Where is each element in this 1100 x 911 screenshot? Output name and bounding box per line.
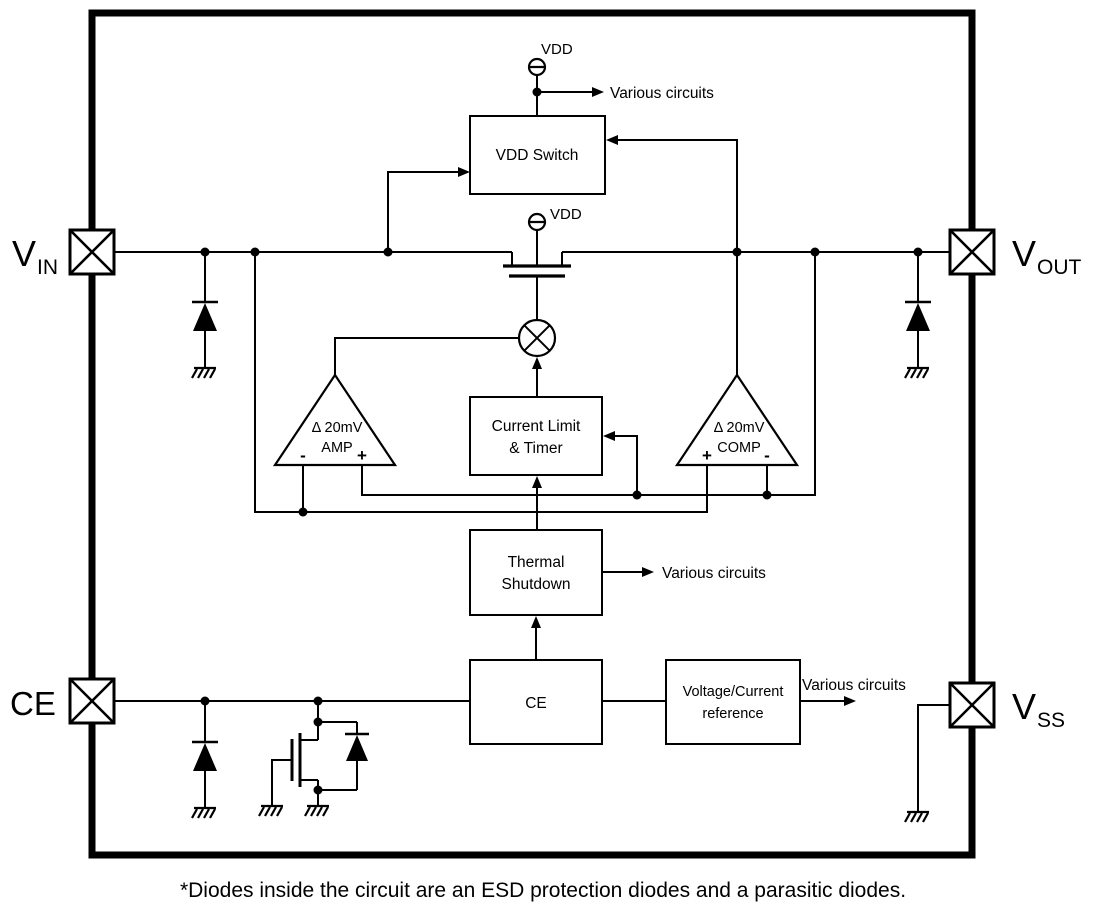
ce-block: CE	[469, 659, 603, 745]
arrow-into-current-limit-bottom	[532, 476, 542, 488]
vdd-switch-block: VDD Switch	[469, 115, 606, 195]
pass-fet	[503, 230, 571, 320]
ground-icon	[257, 804, 285, 818]
wire-vddsw-in-right	[616, 139, 738, 375]
comp-threshold-label: Δ 20mV	[714, 420, 765, 436]
comp-noninv-label: +	[702, 446, 712, 465]
amp-symbol: Δ 20mV AMP - +	[272, 373, 398, 467]
wire-vss-gnd	[917, 704, 950, 812]
footnote: *Diodes inside the circuit are an ESD pr…	[180, 879, 906, 902]
ce-block-label: CE	[525, 695, 547, 712]
reference-label-line2: reference	[702, 706, 763, 722]
ce-pin	[68, 677, 116, 725]
comp-symbol: Δ 20mV COMP + -	[674, 373, 800, 467]
esd-diode-ce	[192, 740, 218, 771]
vout-pin	[948, 228, 996, 276]
arrow-reference-various	[844, 696, 856, 706]
thermal-label-line2: Shutdown	[502, 576, 571, 593]
current-limit-label-line1: Current Limit	[492, 418, 581, 435]
arrow-into-current-limit-right	[603, 431, 615, 441]
ground-icon	[903, 366, 931, 380]
current-limit-label-line2: & Timer	[509, 440, 562, 457]
wire-cl-in-right	[612, 435, 638, 495]
arrow-vddsw-left	[458, 167, 470, 177]
arrow-into-thermal	[531, 616, 541, 628]
wire-sense-upper	[361, 252, 816, 496]
vin-label-sub: IN	[37, 256, 58, 279]
clamp-fet	[290, 733, 302, 787]
ground-icon	[190, 366, 218, 380]
thermal-shutdown-block: Thermal Shutdown	[469, 529, 603, 616]
ce-label: CE	[10, 685, 56, 722]
vout-label-sub: OUT	[1037, 256, 1082, 279]
multiplier-icon	[517, 318, 557, 358]
thermal-label-line1: Thermal	[508, 554, 565, 571]
wires	[114, 75, 950, 812]
arrow-vdd-various	[592, 87, 604, 97]
arrow-into-multiplier	[532, 357, 542, 369]
various-circuits-reference-label: Various circuits	[802, 677, 906, 694]
current-limit-block: Current Limit & Timer	[469, 396, 603, 476]
arrow-vddsw-right	[606, 135, 618, 145]
esd-diode-vout	[905, 300, 931, 331]
various-circuits-vdd-label: Various circuits	[610, 85, 714, 102]
vout-label: V	[1012, 233, 1036, 274]
wire-sense-lower	[254, 252, 708, 513]
vdd-terminal-top-label: VDD	[541, 41, 573, 58]
vin-label: V	[12, 233, 36, 274]
various-circuits-thermal-label: Various circuits	[662, 565, 766, 582]
comp-inv-label: -	[764, 446, 770, 465]
vdd-switch-label: VDD Switch	[496, 147, 579, 164]
junction-dots	[200, 87, 923, 795]
reference-label-line1: Voltage/Current	[683, 684, 784, 700]
vdd-terminal-body-icon	[527, 212, 547, 232]
arrow-thermal-various	[642, 567, 654, 577]
ground-icon	[303, 804, 331, 818]
vss-label-sub: SS	[1037, 709, 1065, 732]
esd-diode-vin	[192, 300, 218, 331]
arrowheads	[458, 87, 856, 706]
wire-vddsw-in-left	[387, 171, 460, 252]
vss-pin	[948, 681, 996, 729]
vss-label: V	[1012, 686, 1036, 727]
chip-boundary	[88, 9, 976, 859]
vdd-terminal-top-icon	[527, 57, 547, 77]
amp-noninv-label: +	[357, 446, 367, 465]
clamp-diode-ce	[345, 732, 369, 761]
reference-block: Voltage/Current reference	[665, 659, 801, 745]
vin-pin	[68, 228, 116, 276]
wire-amp-out	[334, 337, 519, 375]
amp-name-label: AMP	[321, 440, 352, 456]
vdd-terminal-body-label: VDD	[550, 206, 582, 223]
ground-icon	[903, 810, 931, 824]
amp-threshold-label: Δ 20mV	[312, 420, 363, 436]
ground-icon	[190, 806, 218, 820]
amp-inv-label: -	[300, 446, 306, 465]
comp-name-label: COMP	[717, 440, 761, 456]
